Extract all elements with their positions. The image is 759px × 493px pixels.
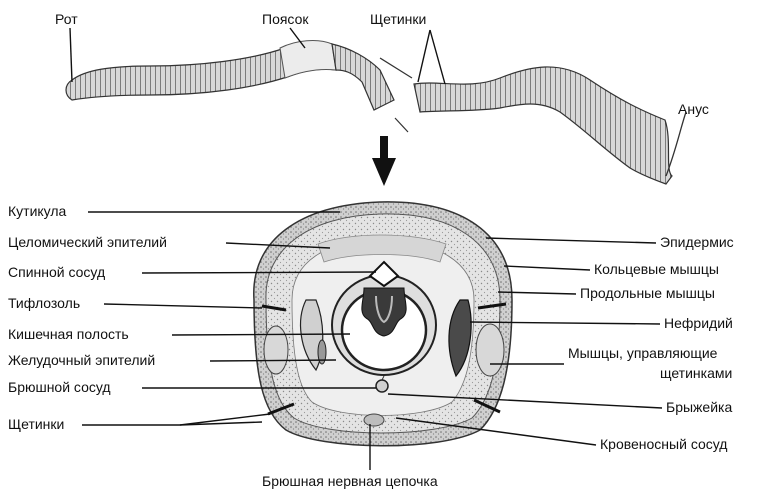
label-setae-top: Щетинки [370, 11, 426, 27]
label-anus: Анус [678, 101, 709, 117]
cross-section [254, 202, 512, 446]
leader-epidermis [486, 238, 656, 243]
leader-setae-top-b [430, 30, 445, 84]
ventral-nerve-cord [364, 414, 384, 426]
label-longitudinal-muscles: Продольные мышцы [580, 285, 715, 301]
leader-gastric-epithelium [210, 360, 336, 361]
worm-clitellum [280, 41, 336, 78]
worm-tail-tip [666, 112, 686, 176]
leader-circular-muscles [504, 266, 590, 270]
label-blood-vessel: Кровеносный сосуд [600, 436, 727, 452]
label-setae-bottom: Щетинки [8, 416, 64, 432]
leader-setae-top-a [418, 30, 430, 82]
label-intestinal-cavity: Кишечная полость [8, 326, 129, 342]
label-ventral-nerve-cord: Брюшная нервная цепочка [262, 473, 438, 489]
section-cut-line [395, 118, 408, 132]
worm-posterior-segment [414, 67, 672, 184]
label-circular-muscles: Кольцевые мышцы [594, 261, 719, 277]
leader-mouth [70, 28, 72, 82]
setae-muscle-left [264, 326, 288, 374]
label-coelomic-epithelium: Целомический эпителий [8, 234, 167, 250]
label-nephridium: Нефридий [664, 315, 733, 331]
setae-muscle-right [476, 324, 504, 376]
label-cuticle: Кутикула [8, 203, 67, 219]
label-mouth: Рот [55, 11, 78, 27]
label-gastric-epithelium: Желудочный эпителий [8, 352, 155, 368]
label-setae-muscles-line2: щетинками [660, 365, 732, 381]
leader-typhlosole [104, 304, 262, 308]
label-clitellum: Поясок [262, 11, 309, 27]
section-cut-line [380, 58, 412, 78]
label-epidermis: Эпидермис [660, 234, 734, 250]
down-arrow-icon [372, 136, 396, 186]
label-setae-muscles-line1: Мышцы, управляющие [568, 345, 718, 361]
label-ventral-vessel: Брюшной сосуд [8, 379, 111, 395]
worm-middle-segment [332, 44, 394, 110]
label-mesentery: Брыжейка [666, 399, 732, 415]
label-typhlosole: Тифлозоль [8, 295, 80, 311]
ventral-vessel [376, 380, 388, 392]
label-dorsal-vessel: Спинной сосуд [8, 264, 105, 280]
